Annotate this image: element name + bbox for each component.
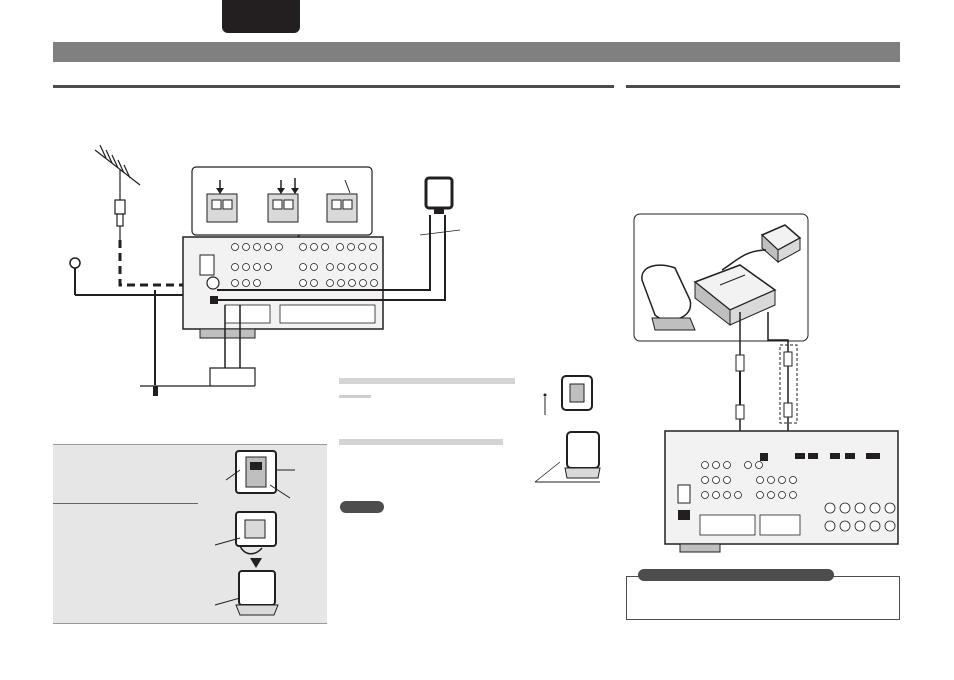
earth-ground-icon bbox=[153, 386, 158, 396]
am-antenna-step-bar-1-sub bbox=[339, 395, 371, 398]
push-terminal-callout bbox=[191, 166, 373, 291]
assembly-divider bbox=[53, 503, 198, 504]
cable-connector bbox=[783, 402, 793, 418]
right-section-rule bbox=[626, 85, 900, 88]
am-loop-antenna-icon bbox=[534, 431, 601, 483]
am-loop-antenna-icon bbox=[543, 375, 593, 415]
am-antenna-step-bar-1 bbox=[339, 378, 515, 384]
bluetooth-module-icon bbox=[693, 264, 777, 327]
receiver-rear-panel-icon bbox=[664, 430, 899, 553]
cable-connector bbox=[783, 351, 793, 367]
cable-connector bbox=[735, 354, 745, 372]
am-antenna-step-bar-2 bbox=[339, 439, 503, 445]
section-title-bar bbox=[53, 42, 900, 62]
bluetooth-antenna-icon bbox=[641, 264, 696, 331]
note-label-pill bbox=[340, 501, 384, 513]
fm-antenna-icon bbox=[94, 144, 141, 240]
fm-cable bbox=[118, 240, 205, 287]
note-box-pill bbox=[638, 569, 834, 581]
am-antenna-assembly-panel bbox=[53, 444, 327, 624]
bluetooth-kit-callout bbox=[633, 213, 809, 342]
cable-connector bbox=[735, 404, 745, 420]
power-cable bbox=[224, 305, 241, 368]
ac-adapter-icon bbox=[721, 224, 802, 271]
push-terminal-icon bbox=[267, 178, 299, 223]
stand-outline bbox=[209, 367, 256, 386]
push-terminal-icon bbox=[206, 180, 238, 223]
push-terminal-icon bbox=[326, 179, 358, 223]
language-tab bbox=[222, 0, 300, 33]
left-section-rule bbox=[53, 85, 614, 88]
am-wire-b bbox=[217, 215, 446, 301]
module-cable-b bbox=[767, 312, 789, 455]
receiver-rear-panel-icon bbox=[182, 236, 384, 339]
optional-cable-bracket bbox=[779, 344, 798, 424]
am-loop-antenna-icon bbox=[419, 176, 461, 236]
am-wire-a bbox=[217, 215, 431, 291]
am-antenna-assembly-icon bbox=[214, 450, 295, 616]
